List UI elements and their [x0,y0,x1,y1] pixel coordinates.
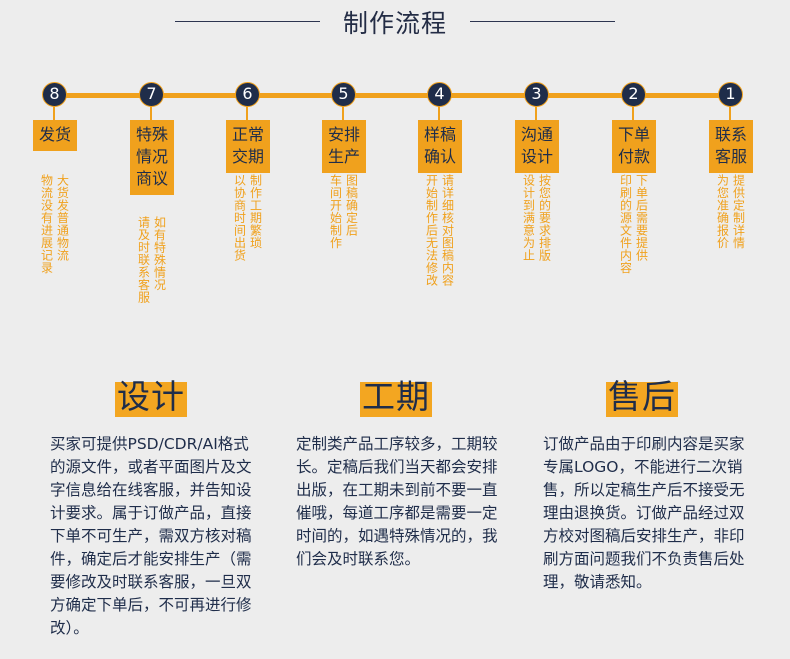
step-label: 特殊情况商议 [130,120,174,195]
step-description-line: 图稿确定后 [344,174,359,237]
step-description: 如有特殊情况请及时联系客服 [134,216,168,376]
step-label: 样稿确认 [418,120,462,173]
timeline-bar [54,93,738,98]
step-description: 提供定制详情为您准确报价 [713,174,747,334]
step-connector [53,106,55,120]
step-number-badge: 2 [621,82,646,107]
step-description-line: 物流没有进展记录 [39,174,54,274]
step-number-badge: 1 [718,82,743,107]
section-text-aftersale: 订做产品由于印刷内容是买家专属LOGO，不能进行二次销售，所以定稿生产后不接受无… [543,435,745,591]
step-description-line: 提供定制详情 [731,174,746,249]
section-text-design: 买家可提供PSD/CDR/AI格式的源文件，或者平面图片及文字信息给在线客服，并… [50,435,252,637]
title-divider-right [470,21,615,22]
step-connector [150,106,152,120]
step-label: 联系客服 [709,120,753,173]
step-label: 正常交期 [226,120,270,173]
step-label: 沟通设计 [515,120,559,173]
step-number-badge: 4 [427,82,452,107]
step-label: 下单付款 [612,120,656,173]
step-description-line: 下单后需要提供 [634,174,649,262]
step-number-badge: 7 [139,82,164,107]
section-title-aftersale: 售后 [606,370,678,418]
step-description-line: 如有特殊情况 [152,216,167,291]
step-description-line: 请详细核对图稿内容 [440,174,455,287]
step-description: 请详细核对图稿内容开始制作后无法修改 [422,174,456,334]
step-connector [342,106,344,120]
step-description-line: 请及时联系客服 [136,216,151,304]
step-description-line: 印刷的源文件内容 [618,174,633,274]
step-description-line: 大货发普通物流 [55,174,70,262]
step-number-badge: 5 [331,82,356,107]
step-connector [535,106,537,120]
step-description-line: 设计到满意为止 [521,174,536,262]
step-number-badge: 8 [42,82,67,107]
step-description-line: 车间开始制作 [328,174,343,249]
step-description: 图稿确定后车间开始制作 [326,174,360,334]
section-text-schedule: 定制类产品工序较多，工期较长。定稿后我们当天都会安排出版，在工期未到前不要一直催… [296,435,498,568]
step-number-badge: 3 [524,82,549,107]
step-description-line: 开始制作后无法修改 [424,174,439,287]
step-description-line: 以协商时间出货 [232,174,247,262]
step-connector [632,106,634,120]
step-number-badge: 6 [235,82,260,107]
step-description: 按您的要求排版设计到满意为止 [519,174,553,334]
title-bar: 制作流程 [0,0,790,48]
step-connector [438,106,440,120]
step-connector [246,106,248,120]
page-title: 制作流程 [342,9,447,38]
step-description-line: 制作工期繁琐 [248,174,263,249]
section-title-schedule: 工期 [360,370,432,418]
title-divider-left [175,21,320,22]
step-label: 安排生产 [322,120,366,173]
step-description-line: 按您的要求排版 [537,174,552,262]
section-title-design: 设计 [115,370,187,418]
step-description: 下单后需要提供印刷的源文件内容 [616,174,650,334]
step-label: 发货 [33,120,77,151]
step-description-line: 为您准确报价 [715,174,730,249]
step-description: 大货发普通物流物流没有进展记录 [37,174,71,334]
step-connector [729,106,731,120]
step-description: 制作工期繁琐以协商时间出货 [230,174,264,334]
